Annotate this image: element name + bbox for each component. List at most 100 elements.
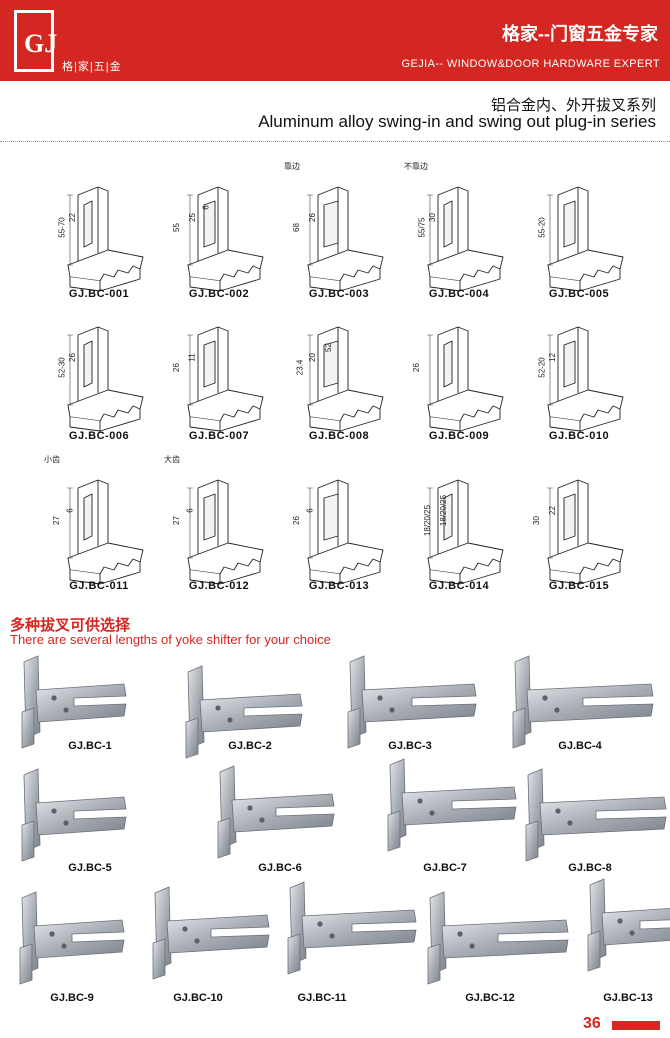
product-photo — [420, 888, 570, 988]
drawing-caption: GJ.BC-003 — [308, 288, 370, 300]
drawing-caption: GJ.BC-015 — [548, 580, 610, 592]
dimension-label: 20 — [307, 353, 317, 362]
photo-caption: GJ.BC-6 — [258, 862, 302, 874]
dimension-label: 6 — [305, 508, 315, 513]
product-photo — [518, 765, 668, 865]
drawing-caption: GJ.BC-005 — [548, 288, 610, 300]
product-drawing: 27 6 — [48, 458, 158, 588]
product-photo — [210, 762, 360, 862]
dotted-divider — [0, 141, 670, 142]
page-number-bar — [612, 1021, 660, 1030]
product-photo — [340, 652, 490, 752]
photo-caption: GJ.BC-7 — [423, 862, 467, 874]
brand-logo: GJ — [14, 10, 58, 72]
product-drawing: 55 25 6 — [168, 165, 278, 295]
dimension-label: 23.4 — [295, 359, 305, 376]
drawing-caption: GJ.BC-008 — [308, 430, 370, 442]
product-photo — [505, 652, 655, 752]
section2-title-en: There are several lengths of yoke shifte… — [10, 632, 331, 647]
drawing-caption: GJ.BC-011 — [69, 580, 129, 592]
product-photo — [380, 755, 530, 855]
dimension-label: 55-20 — [537, 217, 547, 238]
drawing-caption: GJ.BC-014 — [428, 580, 490, 592]
dimension-label: 22 — [547, 506, 557, 515]
dimension-label: 6 — [185, 508, 195, 513]
dimension-label: 26 — [307, 213, 317, 222]
section-title-cn: 铝合金内、外开拔叉系列 — [490, 97, 656, 114]
drawing-caption: GJ.BC-004 — [428, 288, 490, 300]
drawing-caption: GJ.BC-001 — [68, 288, 130, 300]
header-title-en: GEJIA-- WINDOW&DOOR HARDWARE EXPERT — [401, 58, 660, 70]
photo-caption: GJ.BC-9 — [50, 992, 94, 1004]
drawing-note: 靠边 — [284, 162, 300, 171]
product-photo — [178, 662, 328, 762]
header-title-cn: 格家--门窗五金专家 — [502, 24, 658, 44]
dimension-label: 25 — [187, 213, 197, 222]
product-photo — [280, 878, 430, 978]
dimension-label: 52-30 — [57, 357, 67, 378]
photo-caption: GJ.BC-12 — [465, 992, 515, 1004]
dimension-label: 18/20/25 — [423, 504, 433, 537]
product-drawing: 68 26 — [288, 165, 398, 295]
drawing-caption: GJ.BC-006 — [68, 430, 130, 442]
photo-caption: GJ.BC-11 — [297, 992, 347, 1004]
product-photo — [14, 652, 164, 752]
section-title-en: Aluminum alloy swing-in and swing out pl… — [258, 112, 656, 131]
product-drawing: 27 6 — [168, 458, 278, 588]
logo-glyph: GJ — [24, 29, 58, 58]
product-photo — [14, 765, 164, 865]
photo-caption: GJ.BC-1 — [68, 740, 112, 752]
photo-caption: GJ.BC-5 — [68, 862, 112, 874]
brand-subtitle: 格|家|五|金 — [62, 61, 122, 73]
dimension-label: 30 — [427, 213, 437, 222]
page-header: GJ 格|家|五|金 格家--门窗五金专家 GEJIA-- WINDOW&DOO… — [0, 0, 670, 81]
page-number: 36 — [583, 1015, 601, 1032]
dimension-label: 68 — [291, 223, 301, 232]
dimension-label: 6 — [201, 205, 211, 210]
dimension-label: 26 — [291, 516, 301, 525]
dimension-label: 11 — [187, 353, 197, 362]
product-drawing: 30 22 — [528, 458, 638, 588]
drawing-caption: GJ.BC-010 — [548, 430, 610, 442]
product-photo — [580, 875, 670, 975]
photo-caption: GJ.BC-4 — [558, 740, 602, 752]
drawing-caption: GJ.BC-009 — [428, 430, 490, 442]
dimension-label: 6 — [65, 508, 75, 513]
dimension-label: 55-70 — [57, 217, 67, 238]
photo-caption: GJ.BC-13 — [603, 992, 653, 1004]
product-drawing: 26 6 — [288, 458, 398, 588]
dimension-label: 52-20 — [537, 357, 547, 378]
product-drawing: 18/20/25 18/20/25 — [408, 458, 518, 588]
dimension-label: 55/75 — [417, 217, 427, 238]
dimension-label: 52 — [323, 343, 333, 352]
drawing-caption: GJ.BC-013 — [308, 580, 370, 592]
photo-caption: GJ.BC-3 — [388, 740, 432, 752]
photo-caption: GJ.BC-8 — [568, 862, 612, 874]
photo-caption: GJ.BC-2 — [228, 740, 272, 752]
dimension-label: 22 — [67, 213, 77, 222]
drawing-note: 不靠边 — [404, 162, 428, 171]
drawing-caption: GJ.BC-002 — [188, 288, 250, 300]
drawing-note: 大齿 — [164, 455, 180, 464]
drawing-caption: GJ.BC-012 — [188, 580, 250, 592]
dimension-label: 55 — [171, 223, 181, 232]
product-photo — [12, 888, 162, 988]
product-drawing: 26 — [408, 305, 518, 435]
section2-title-cn: 多种拔叉可供选择 — [10, 617, 131, 634]
dimension-label: 27 — [171, 516, 181, 525]
drawing-note: 小齿 — [44, 455, 60, 464]
dimension-label: 12 — [547, 353, 557, 362]
product-drawing: 55-20 — [528, 165, 638, 295]
photo-caption: GJ.BC-10 — [173, 992, 223, 1004]
dimension-label: 26 — [67, 353, 77, 362]
drawing-caption: GJ.BC-007 — [188, 430, 250, 442]
dimension-label: 27 — [51, 516, 61, 525]
dimension-label: 30 — [531, 516, 541, 525]
dimension-label: 26 — [411, 363, 421, 372]
dimension-label: 18/20/25 — [439, 494, 449, 527]
